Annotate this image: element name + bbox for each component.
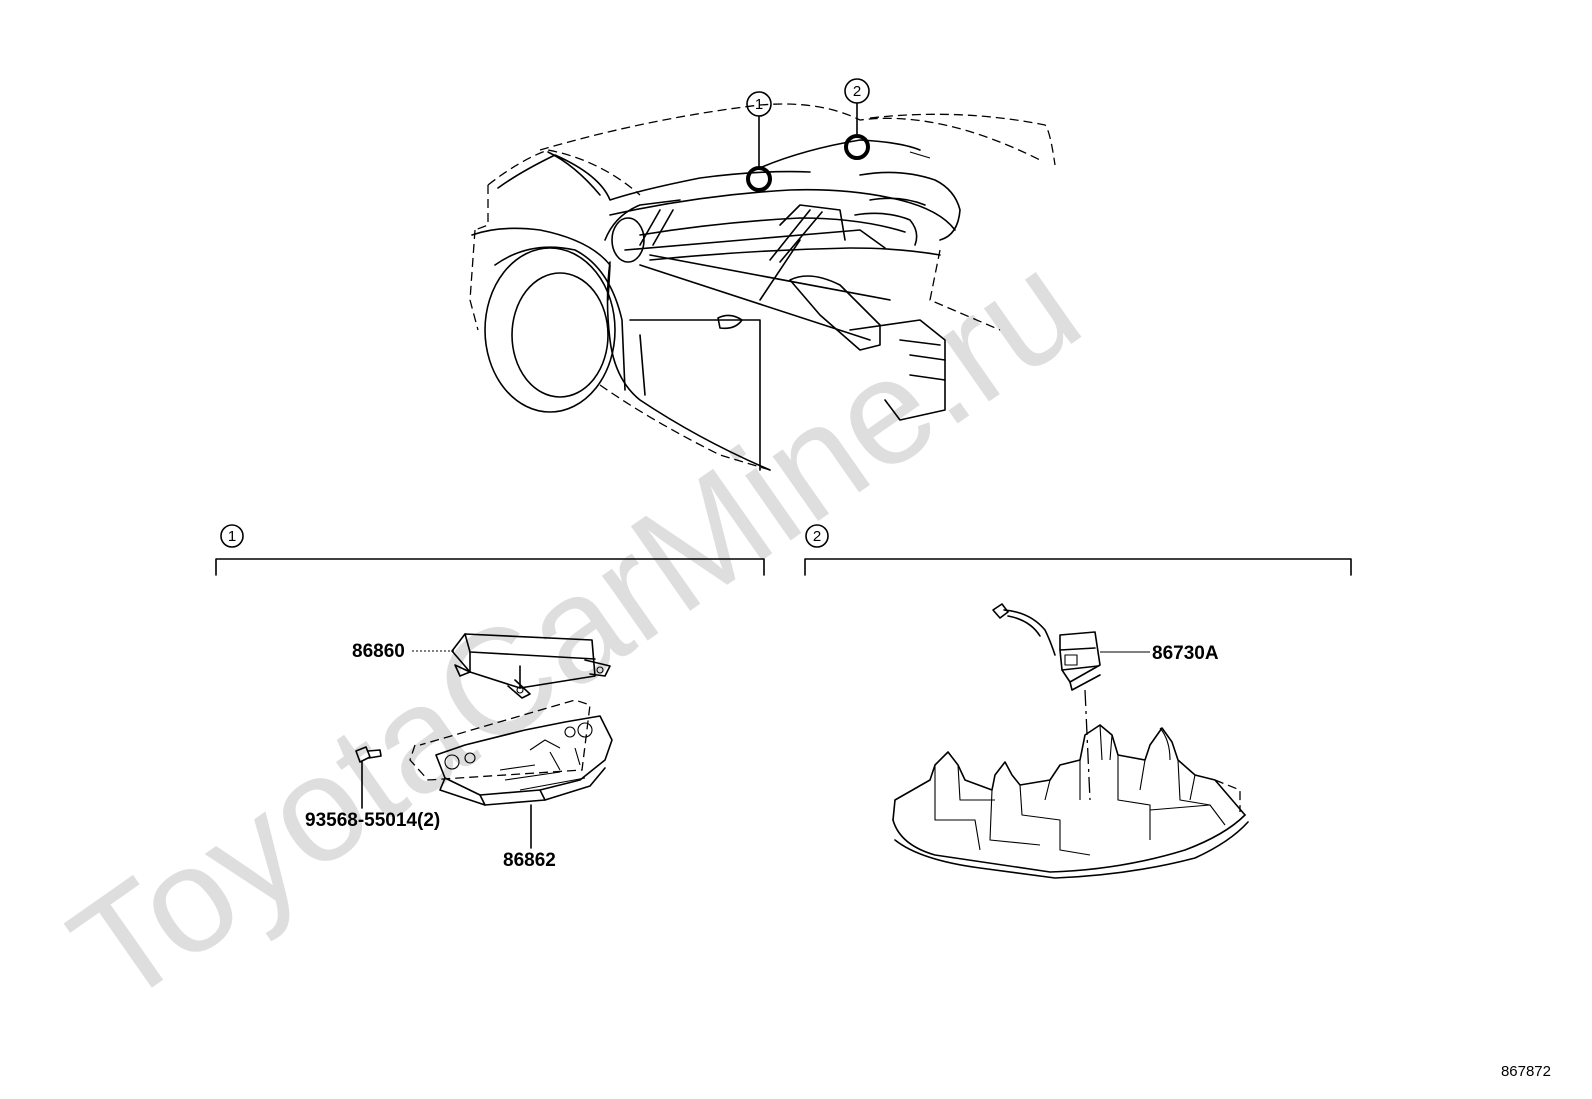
label-86860: 86860 (352, 641, 405, 662)
callout-1-location (746, 166, 772, 192)
label-93568-55014: 93568-55014(2) (305, 810, 440, 831)
section-1: 1 86860 (215, 524, 765, 871)
overhead-console-housing (892, 724, 1249, 879)
callout-2-location (844, 134, 870, 160)
section-2-marker: 2 (813, 528, 821, 545)
label-86730A: 86730A (1152, 643, 1219, 664)
diagram-id: 867872 (1501, 1063, 1551, 1080)
section-1-marker: 1 (228, 528, 236, 545)
callout-2-number: 2 (853, 83, 861, 100)
watermark: ToyotaCarMine.ru (42, 220, 1108, 1037)
airbag-sensor-86860 (451, 633, 611, 699)
vehicle-overview (469, 103, 1056, 471)
callout-1-number: 1 (755, 96, 763, 113)
callout-1: 1 (746, 91, 772, 192)
callout-2: 2 (844, 78, 870, 160)
bracket-86862 (435, 715, 613, 806)
section-2: 2 86730A (804, 524, 1352, 879)
module-86730A (992, 603, 1101, 691)
bolt-93568 (355, 746, 382, 763)
label-86862: 86862 (503, 850, 556, 871)
